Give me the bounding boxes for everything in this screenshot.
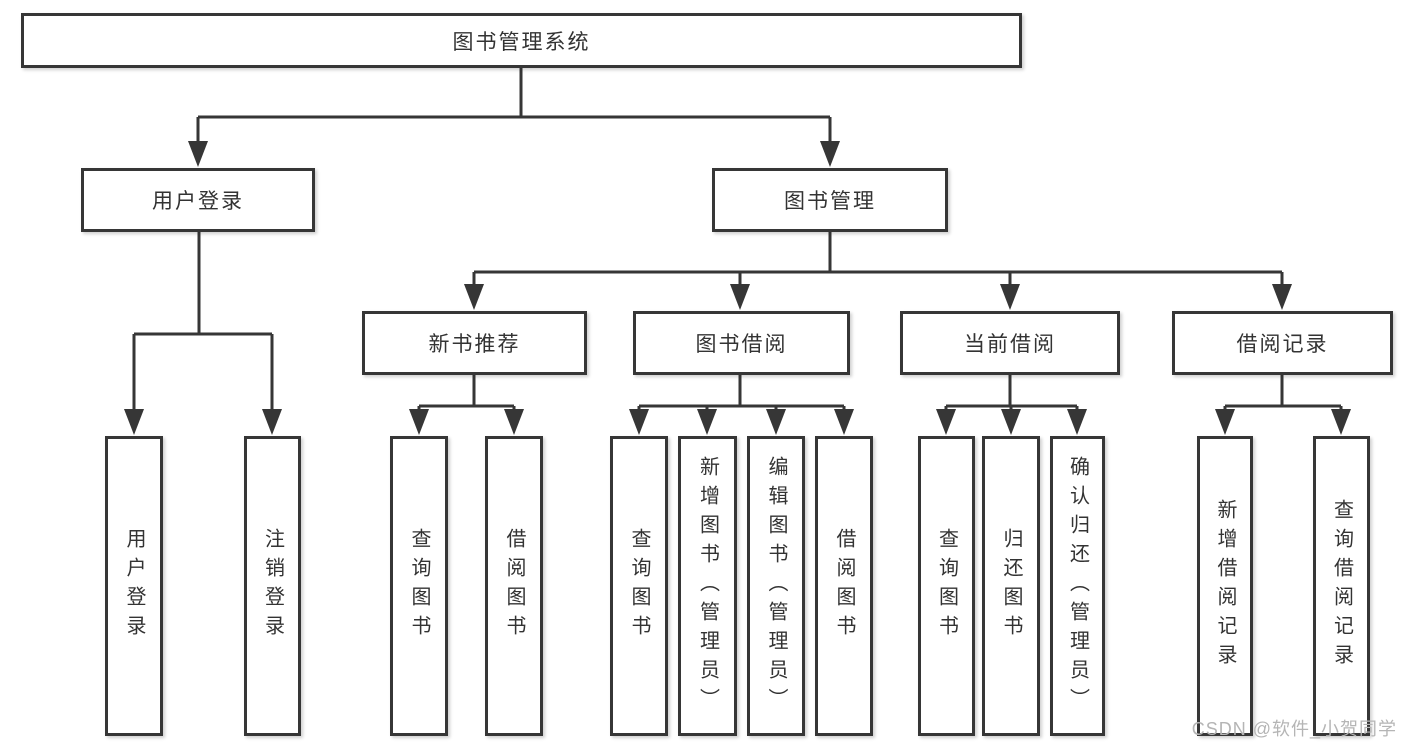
node-leaf-cb-confirm-return: 确认归还（管理员） <box>1050 436 1105 736</box>
connector-root <box>196 68 832 146</box>
node-book-mgmt-label: 图书管理 <box>784 190 876 213</box>
arrow-down-icon <box>834 409 854 435</box>
node-new-book-rec-label: 新书推荐 <box>428 333 521 356</box>
arrow-down-icon <box>1001 409 1021 435</box>
node-leaf-bb-edit-books: 编辑图书（管理员） <box>747 436 805 736</box>
node-leaf-bb-query-books-label: 查询图书 <box>628 528 650 644</box>
connector-current-borrow <box>944 375 1079 414</box>
node-leaf-nb-borrow-books: 借阅图书 <box>485 436 543 736</box>
node-borrow-record-label: 借阅记录 <box>1236 333 1329 356</box>
connector-book-mgmt <box>472 232 1284 290</box>
node-leaf-bb-add-books-label: 新增图书（管理员） <box>696 455 719 717</box>
node-leaf-cb-query-books-label: 查询图书 <box>935 528 958 644</box>
node-leaf-user-login-label: 用户登录 <box>123 528 145 644</box>
arrow-down-icon <box>936 409 956 435</box>
node-leaf-br-add-record-label: 新增借阅记录 <box>1214 499 1236 673</box>
node-leaf-br-query-record: 查询借阅记录 <box>1313 436 1370 736</box>
arrow-down-icon <box>1067 409 1087 435</box>
node-new-book-rec: 新书推荐 <box>362 311 587 375</box>
node-user-login: 用户登录 <box>81 168 315 232</box>
arrow-down-icon <box>766 409 786 435</box>
connector-user-login <box>132 232 274 414</box>
arrow-down-icon <box>697 409 717 435</box>
arrow-down-icon <box>124 409 144 435</box>
node-current-borrow: 当前借阅 <box>900 311 1120 375</box>
arrow-down-icon <box>262 409 282 435</box>
arrow-down-icon <box>464 284 484 310</box>
node-leaf-cb-query-books: 查询图书 <box>918 436 975 736</box>
node-leaf-logout: 注销登录 <box>244 436 301 736</box>
node-book-mgmt: 图书管理 <box>712 168 948 232</box>
node-leaf-nb-query-books: 查询图书 <box>390 436 448 736</box>
arrow-down-icon <box>1331 409 1351 435</box>
arrow-down-icon <box>1000 284 1020 310</box>
node-leaf-nb-query-books-label: 查询图书 <box>408 528 430 644</box>
node-leaf-user-login: 用户登录 <box>105 436 163 736</box>
node-leaf-bb-add-books: 新增图书（管理员） <box>678 436 737 736</box>
arrow-down-icon <box>188 141 208 167</box>
connector-borrow-record <box>1223 375 1343 414</box>
node-user-login-label: 用户登录 <box>152 190 244 213</box>
connector-new-book-rec <box>417 375 516 414</box>
arrowheads <box>124 141 1351 435</box>
node-current-borrow-label: 当前借阅 <box>964 333 1056 356</box>
node-leaf-logout-label: 注销登录 <box>261 528 284 644</box>
connector-book-borrow <box>637 375 846 414</box>
node-book-borrow: 图书借阅 <box>633 311 850 375</box>
node-root: 图书管理系统 <box>21 13 1022 68</box>
node-leaf-bb-query-books: 查询图书 <box>610 436 668 736</box>
node-leaf-nb-borrow-books-label: 借阅图书 <box>503 528 525 644</box>
node-leaf-bb-borrow-books: 借阅图书 <box>815 436 873 736</box>
node-leaf-cb-return-books-label: 归还图书 <box>1000 528 1022 644</box>
node-leaf-cb-return-books: 归还图书 <box>982 436 1040 736</box>
arrow-down-icon <box>730 284 750 310</box>
node-leaf-br-add-record: 新增借阅记录 <box>1197 436 1253 736</box>
node-book-borrow-label: 图书借阅 <box>695 333 788 356</box>
node-leaf-bb-edit-books-label: 编辑图书（管理员） <box>765 455 787 717</box>
arrow-down-icon <box>820 141 840 167</box>
arrow-down-icon <box>409 409 429 435</box>
arrow-down-icon <box>1215 409 1235 435</box>
watermark: CSDN @软件_小贺同学 <box>1191 719 1397 739</box>
arrow-down-icon <box>629 409 649 435</box>
node-leaf-bb-borrow-books-label: 借阅图书 <box>833 528 855 644</box>
arrow-down-icon <box>1272 284 1292 310</box>
node-borrow-record: 借阅记录 <box>1172 311 1393 375</box>
node-leaf-br-query-record-label: 查询借阅记录 <box>1330 499 1353 673</box>
arrow-down-icon <box>504 409 524 435</box>
node-leaf-cb-confirm-return-label: 确认归还（管理员） <box>1066 455 1089 717</box>
node-root-label: 图书管理系统 <box>452 30 591 54</box>
